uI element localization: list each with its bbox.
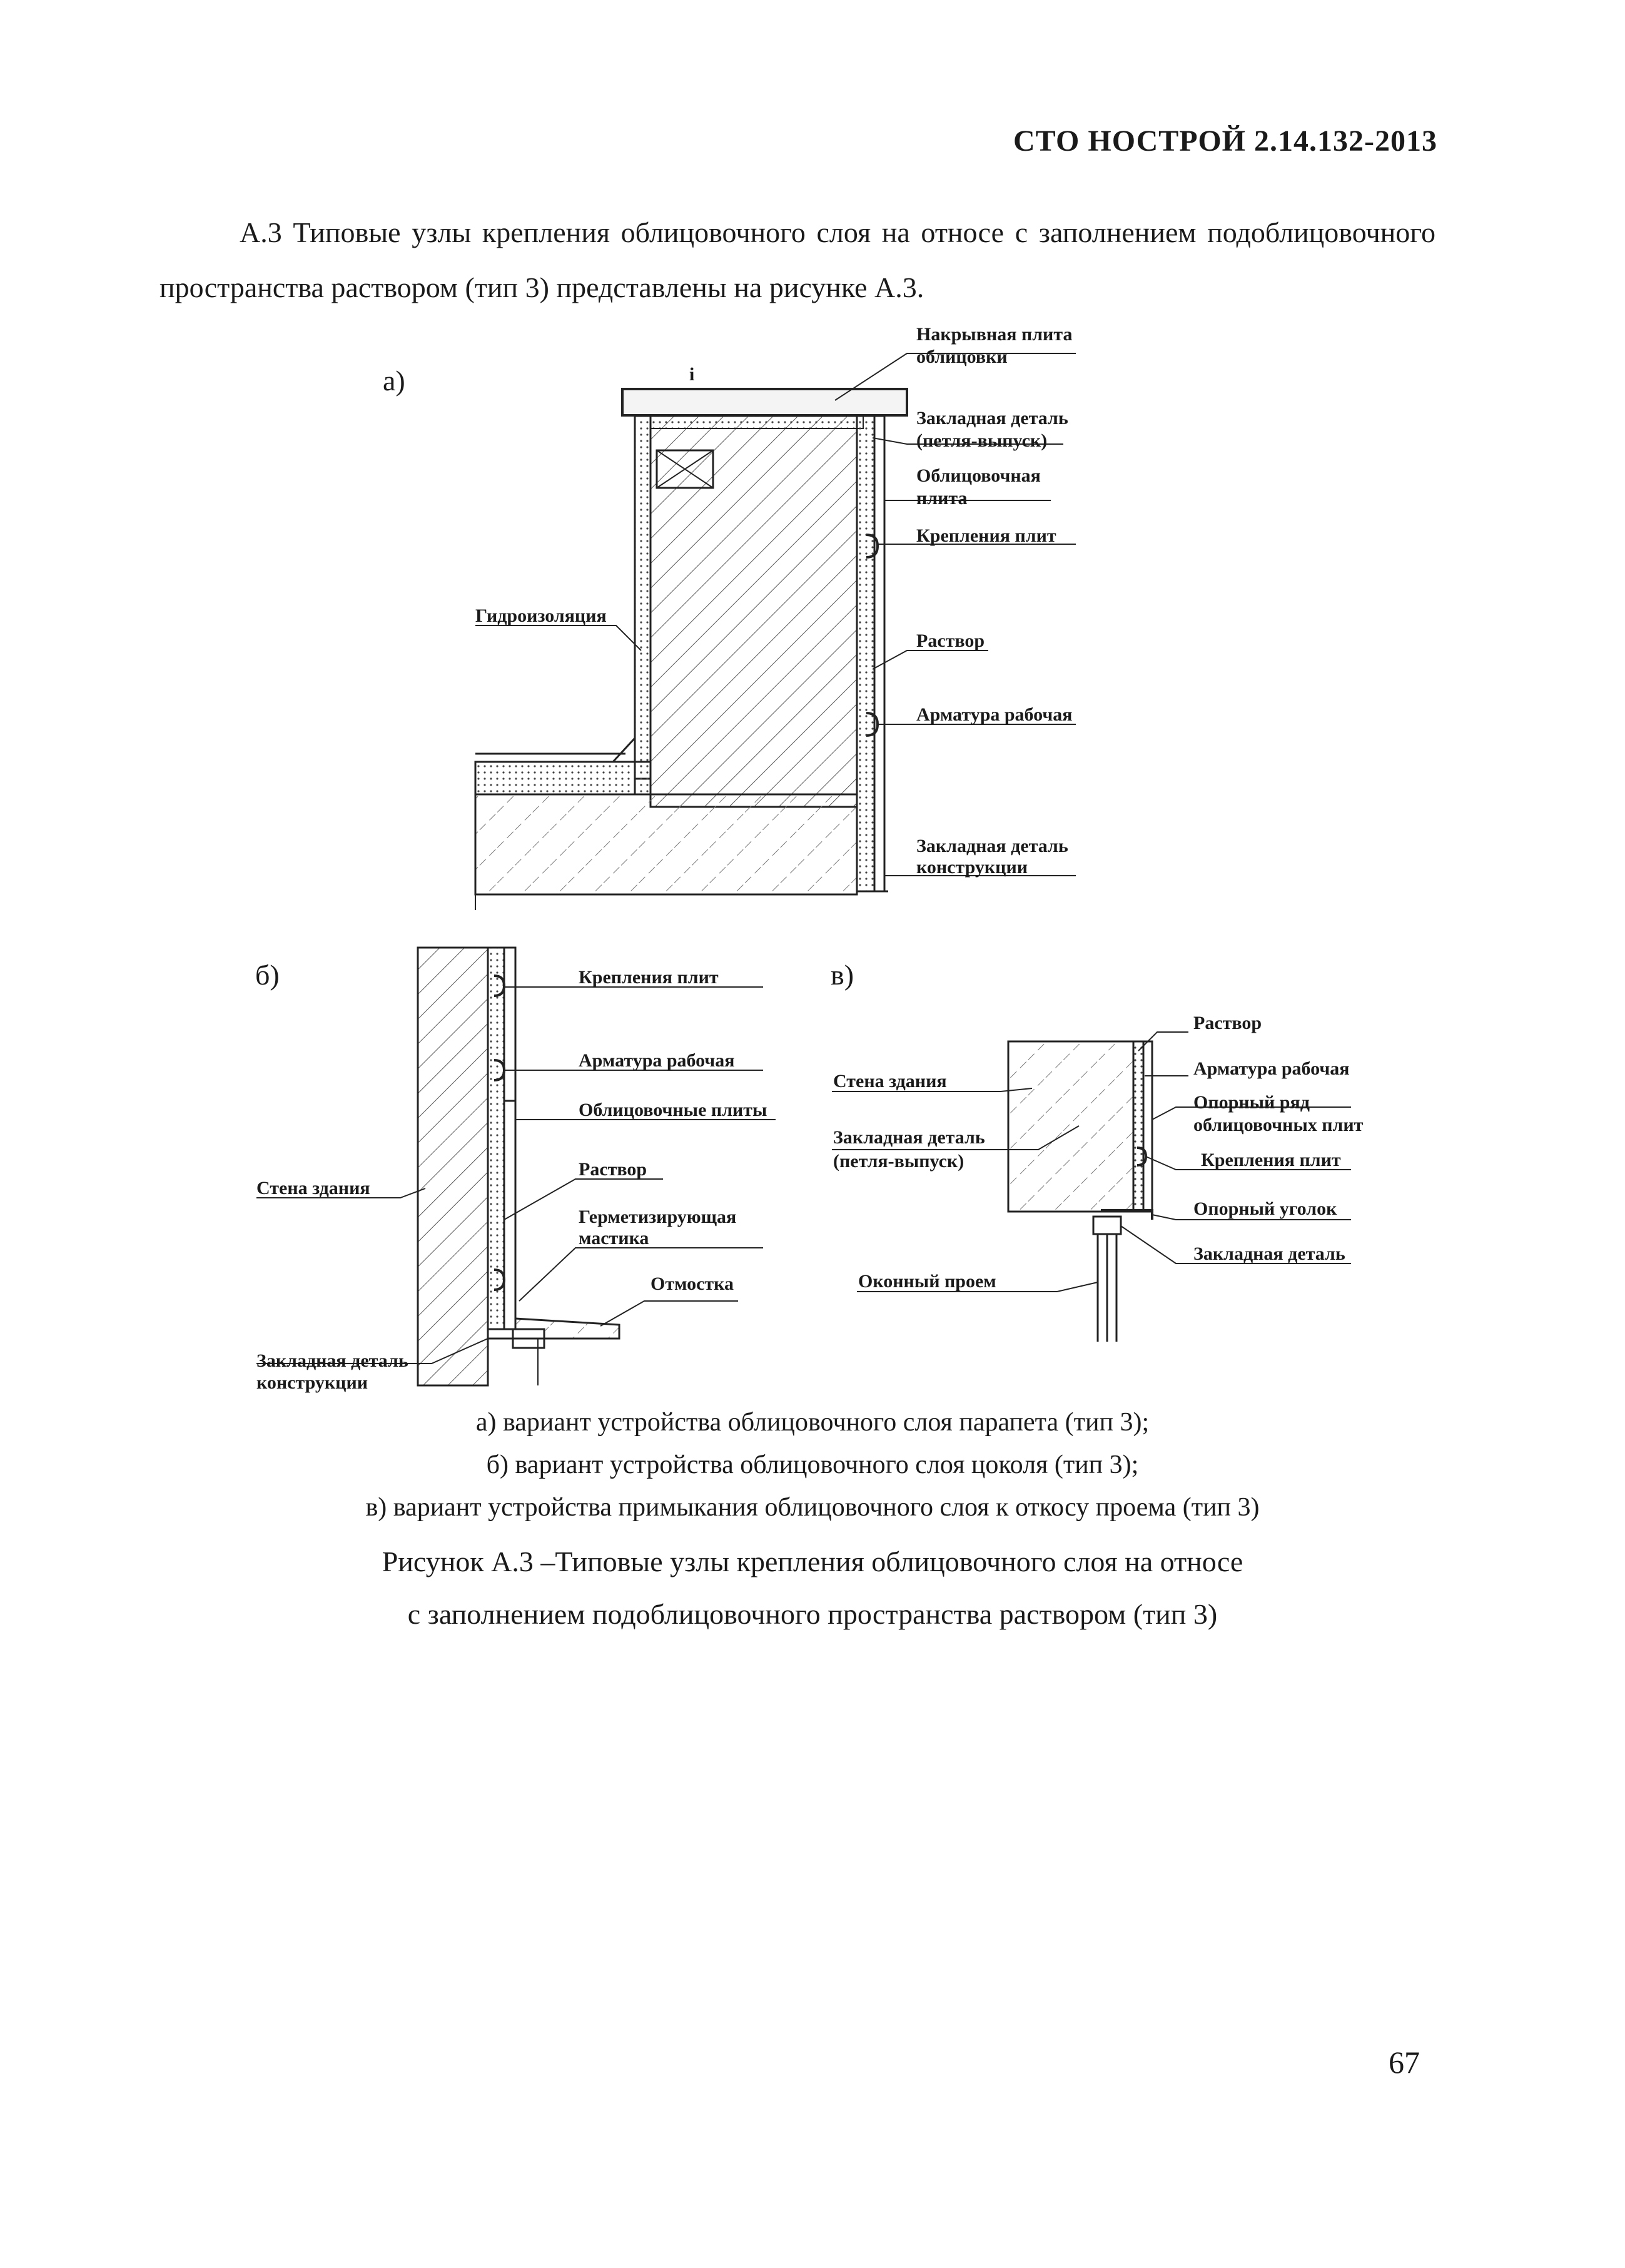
label-c-rebar: Арматура рабочая <box>1193 1058 1350 1079</box>
label-b-mortar: Раствор <box>579 1159 647 1180</box>
label-b-sealant-2: мастика <box>579 1228 649 1248</box>
building-wall-b <box>417 946 489 1387</box>
label-b-facing-plates: Облицовочные плиты <box>579 1100 767 1120</box>
document-header: СТО НОСТРОЙ 2.14.132-2013 <box>1013 124 1437 158</box>
panel-a-letter: а) <box>383 365 405 397</box>
panel-b-drawing <box>417 946 620 1387</box>
label-a-embedded-loop-1: Закладная деталь <box>916 408 1068 428</box>
label-a-embedded-structure-2: конструкции <box>916 857 1028 878</box>
label-c-support-row-2: облицовочных плит <box>1193 1115 1364 1135</box>
caption-c: в) вариант устройства примыкания облицов… <box>365 1493 1260 1522</box>
mortar-layer-b <box>487 946 505 1330</box>
label-b-blind-area: Отмостка <box>651 1273 734 1294</box>
mortar-layer-c <box>1132 1040 1145 1213</box>
panel-c-leaders <box>832 1031 1351 1292</box>
label-c-embedded-detail: Закладная деталь <box>1193 1243 1345 1264</box>
label-c-plate-fastening: Крепления плит <box>1201 1150 1341 1170</box>
panel-b-labels: Крепления плит Арматура рабочая Облицово… <box>256 967 767 1393</box>
label-b-embedded-structure-2: конструкции <box>256 1372 368 1393</box>
label-a-plate-fastening: Крепления плит <box>916 525 1056 546</box>
label-a-mortar: Раствор <box>916 630 985 651</box>
label-c-window-opening: Оконный проем <box>858 1271 996 1292</box>
label-a-embedded-loop-2: (петля-выпуск) <box>916 430 1047 451</box>
label-a-cover-plate-2: облицовки <box>916 347 1008 367</box>
panel-c-labels: Раствор Стена здания Арматура рабочая Оп… <box>833 1013 1364 1292</box>
label-a-facing-plate-2: плита <box>916 488 968 509</box>
panel-a-leaders <box>475 353 1076 876</box>
label-c-embedded-loop-2: (петля-выпуск) <box>833 1151 964 1172</box>
label-a-rebar: Арматура рабочая <box>916 704 1073 725</box>
label-c-building-wall: Стена здания <box>833 1071 947 1091</box>
facing-plate-a <box>873 415 886 893</box>
figure-title-line1: Рисунок А.3 –Типовые узлы крепления обли… <box>382 1546 1243 1577</box>
page-number: 67 <box>1389 2045 1420 2080</box>
panel-a-drawing <box>474 388 908 910</box>
label-a-facing-plate-1: Облицовочная <box>916 465 1041 486</box>
caption-a: а) вариант устройства облицовочного слоя… <box>475 1408 1150 1437</box>
label-b-building-wall: Стена здания <box>256 1178 370 1198</box>
parapet-wall <box>649 415 858 808</box>
caption-b: б) вариант устройства облицовочного слоя… <box>486 1450 1139 1479</box>
label-a-cover-plate-1: Накрывная плита <box>916 324 1072 345</box>
label-b-rebar: Арматура рабочая <box>579 1050 735 1071</box>
panel-c-letter: в) <box>831 959 854 991</box>
label-a-waterproofing: Гидроизоляция <box>475 605 607 626</box>
label-a-mark-i: i <box>689 364 694 385</box>
support-angle <box>1101 1209 1153 1220</box>
roof-slab <box>474 793 858 896</box>
label-a-embedded-structure-1: Закладная деталь <box>916 836 1068 856</box>
figure-title-line2: с заполнением подоблицовочного пространс… <box>407 1598 1218 1630</box>
label-c-support-row-1: Опорный ряд <box>1193 1092 1310 1113</box>
panel-b-letter: б) <box>255 959 280 991</box>
label-c-support-angle: Опорный уголок <box>1193 1198 1337 1219</box>
panel-a-labels: i Накрывная плита облицовки Закладная де… <box>475 324 1073 878</box>
building-wall-c <box>1007 1040 1135 1213</box>
label-c-embedded-loop-1: Закладная деталь <box>833 1127 985 1148</box>
label-b-sealant-1: Герметизирующая <box>579 1207 736 1227</box>
label-b-embedded-structure-1: Закладная деталь <box>256 1350 408 1371</box>
intro-paragraph: А.3 Типовые узлы крепления облицовочного… <box>159 216 1435 303</box>
waterproofing-layer <box>634 415 652 780</box>
facing-plates-c <box>1142 1040 1153 1213</box>
panel-b-leaders <box>256 986 776 1364</box>
label-c-mortar: Раствор <box>1193 1013 1262 1033</box>
cover-plate <box>621 388 908 417</box>
label-b-plate-fastening: Крепления плит <box>579 967 719 988</box>
mortar-layer-a <box>856 415 876 893</box>
facing-plates-b <box>503 946 517 1330</box>
panel-c-drawing <box>1007 1040 1153 1342</box>
